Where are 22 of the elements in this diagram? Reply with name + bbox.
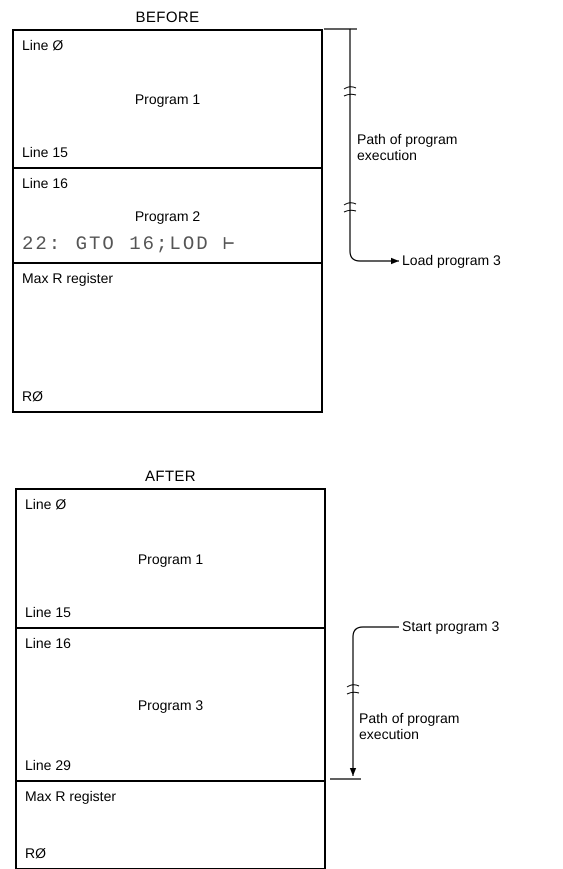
execution-path-arrow [350, 626, 399, 776]
memory-map-title: BEFORE [134, 8, 200, 28]
program-label: Program 3 [136, 696, 204, 715]
memory-label: Line 16 [22, 174, 68, 193]
program-label: Program 1 [134, 90, 202, 109]
program-label: Program 1 [136, 550, 204, 569]
execution-path-arrow [324, 28, 399, 264]
memory-label: Max R register [22, 269, 114, 288]
memory-label: Line 16 [25, 634, 71, 653]
annotation-text: Start program 3 [402, 617, 500, 635]
memory-label: Line 15 [25, 603, 71, 622]
memory-map-title: AFTER [144, 467, 198, 487]
memory-label: Max R register [25, 787, 116, 806]
annotation-text: Load program 3 [402, 251, 501, 269]
memory-label: Line Ø [25, 495, 66, 514]
display-readout: 22: GTO 16;LOD ⊢ [22, 232, 236, 256]
memory-label: Line 15 [22, 143, 68, 162]
memory-label: RØ [22, 387, 43, 406]
memory-label: Line 29 [25, 756, 71, 775]
program-label: Program 2 [134, 206, 202, 226]
memory-label: Line Ø [22, 36, 64, 55]
memory-label: RØ [25, 844, 46, 863]
